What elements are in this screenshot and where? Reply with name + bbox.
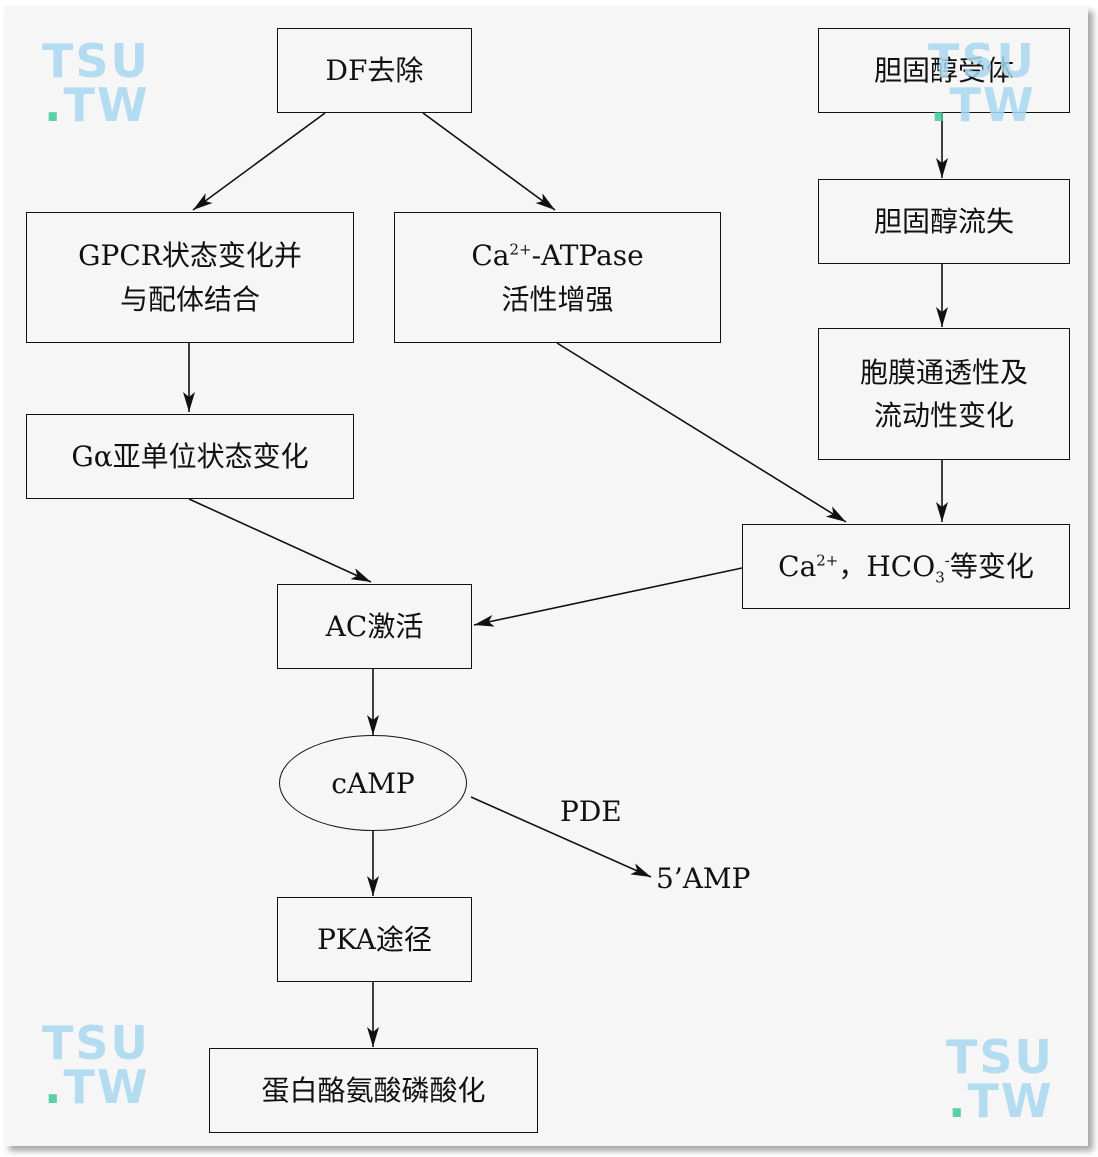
watermark-tl-dot: . [44,77,64,132]
watermark-tl-tw: TW [63,77,150,132]
ion-hco-superscript: - [944,551,950,570]
node-gpcr-line2: 与配体结合 [119,282,260,316]
node-cholesterol-receptor: 胆固醇受体 [818,28,1070,113]
node-ca-atpase: Ca2+-ATPase 活性增强 [394,212,721,343]
arrow-camp-to-5amp [470,796,652,878]
atpase-rest-text: -ATPase [531,239,644,273]
watermark-bottom-right: TSU .TW [946,1030,1054,1124]
watermark-tl-line2: .TW [42,82,150,128]
watermark-top-right: TSU .TW [928,34,1036,128]
node-tyrosine-phosphorylation: 蛋白酪氨酸磷酸化 [209,1048,538,1133]
ion-ca-superscript: 2+ [816,551,839,570]
watermark-bl-dot: . [44,1059,64,1114]
label-5amp: 5’AMP [656,862,751,895]
label-pde: PDE [560,795,622,828]
node-camp-label: cAMP [331,766,415,800]
node-tyrosine-label: 蛋白酪氨酸磷酸化 [261,1073,486,1107]
watermark-bottom-left: TSU .TW [42,1016,150,1110]
watermark-br-line2: .TW [946,1078,1054,1124]
watermark-bl-line1: TSU [42,1016,150,1070]
watermark-tr-line1: TSU [928,34,1036,88]
watermark-br-tw: TW [967,1073,1054,1128]
atpase-superscript: 2+ [509,240,532,259]
node-ion-label: Ca2+，HCO3-等变化 [778,545,1034,588]
node-pka-pathway-label: PKA途径 [317,922,432,956]
arrow-df-to-atpase [422,112,556,211]
atpase-ca-text: Ca [471,239,510,273]
node-pka-pathway: PKA途径 [277,897,472,982]
node-cholesterol-loss: 胆固醇流失 [818,179,1070,264]
node-gpcr-line1: GPCR状态变化并 [78,239,302,273]
ion-ca-text: Ca [778,549,817,583]
ion-hco-text: ，HCO [838,549,936,583]
node-ion-change: Ca2+，HCO3-等变化 [742,524,1070,609]
watermark-bl-line2: .TW [42,1064,150,1110]
node-membrane-change: 胞膜通透性及 流动性变化 [818,328,1070,460]
ion-tail-text: 等变化 [949,549,1034,583]
node-galpha-label: Gα亚单位状态变化 [71,439,309,473]
arrow-ion-to-ac [473,567,743,627]
watermark-br-dot: . [948,1073,968,1128]
watermark-tr-tw: TW [949,77,1036,132]
watermark-tr-line2: .TW [928,82,1036,128]
node-cholesterol-receptor-label: 胆固醇受体 [873,53,1014,87]
arrow-atpase-to-ion [556,342,847,523]
ion-hco-subscript: 3 [935,568,945,587]
node-atpase-line1: Ca2+-ATPase [471,234,643,277]
node-gpcr-change: GPCR状态变化并 与配体结合 [26,212,354,343]
arrow-df-to-gpcr [192,112,326,211]
node-membrane-line1: 胞膜通透性及 [859,355,1028,389]
watermark-tr-dot: . [930,77,950,132]
arrow-galpha-to-ac [188,498,372,583]
node-ac-activation: AC激活 [277,584,472,669]
node-df-removal-label: DF去除 [325,53,424,87]
node-membrane-line2: 流动性变化 [873,399,1014,432]
node-ac-activation-label: AC激活 [325,609,424,643]
node-atpase-line2: 活性增强 [501,282,614,316]
watermark-br-line1: TSU [946,1030,1054,1084]
watermark-tl-line1: TSU [42,34,150,88]
watermark-bl-tw: TW [63,1059,150,1114]
node-cholesterol-loss-label: 胆固醇流失 [873,204,1014,238]
watermark-top-left: TSU .TW [42,34,150,128]
node-galpha-change: Gα亚单位状态变化 [26,414,354,499]
node-camp: cAMP [279,735,467,831]
node-df-removal: DF去除 [277,28,472,113]
